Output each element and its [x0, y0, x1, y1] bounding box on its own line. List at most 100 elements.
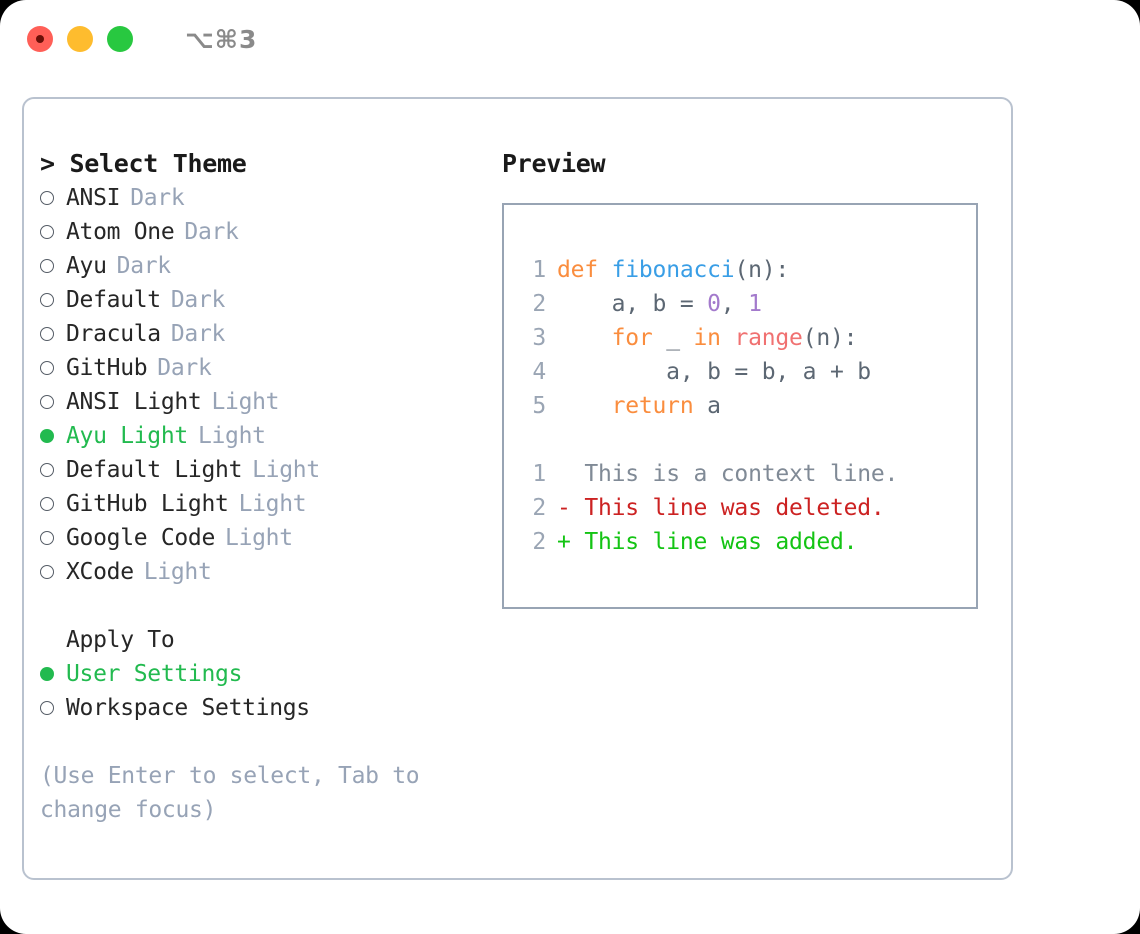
code-token: 0	[707, 291, 721, 317]
radio-selected-icon[interactable]	[40, 419, 66, 453]
radio-unselected-icon[interactable]	[40, 351, 66, 385]
theme-option-label: GitHub Light	[66, 491, 229, 517]
diff-sample: 1 This is a context line.2- This line wa…	[520, 457, 976, 559]
radio-unselected-icon[interactable]	[40, 487, 66, 521]
radio-circle	[40, 701, 54, 715]
diff-line: 1 This is a context line.	[520, 457, 976, 491]
radio-circle	[40, 225, 54, 239]
code-token	[721, 325, 735, 351]
diff-marker: +	[557, 529, 571, 555]
apply-to-option[interactable]: Workspace Settings	[40, 691, 480, 725]
code-token: ,	[720, 291, 749, 317]
apply-to-heading: Apply To	[66, 627, 175, 653]
code-line: 3 for _ in range(n):	[520, 321, 976, 355]
radio-unselected-icon[interactable]	[40, 691, 66, 725]
close-button[interactable]	[27, 26, 53, 52]
theme-option-variant: Dark	[157, 355, 212, 381]
radio-unselected-icon[interactable]	[40, 215, 66, 249]
radio-unselected-icon[interactable]	[40, 385, 66, 419]
radio-selected-icon[interactable]	[40, 657, 66, 691]
diff-line-text: This line was added.	[584, 529, 858, 555]
apply-to-option[interactable]: User Settings	[40, 657, 480, 691]
radio-circle	[40, 497, 54, 511]
radio-circle	[40, 463, 54, 477]
diff-gap	[571, 491, 585, 525]
radio-circle	[40, 293, 54, 307]
radio-circle	[40, 395, 54, 409]
theme-option-variant: Light	[252, 457, 320, 483]
radio-circle	[40, 259, 54, 273]
code-token: _	[652, 325, 694, 351]
code-token	[598, 257, 612, 283]
radio-unselected-icon[interactable]	[40, 453, 66, 487]
line-number: 5	[532, 393, 546, 419]
code-token: def	[557, 257, 598, 283]
theme-option-label: XCode	[66, 559, 134, 585]
line-number: 1	[532, 257, 546, 283]
radio-unselected-icon[interactable]	[40, 555, 66, 589]
list-spacer	[40, 589, 480, 623]
theme-option-variant: Dark	[116, 253, 172, 279]
diff-marker	[557, 457, 571, 491]
diff-line: 2+ This line was added.	[520, 525, 976, 559]
diff-line-text: This is a context line.	[584, 461, 899, 487]
diff-gap	[571, 457, 585, 491]
radio-unselected-icon[interactable]	[40, 249, 66, 283]
code-line-content: return a	[557, 389, 721, 423]
code-line: 5 return a	[520, 389, 976, 423]
code-line-content: for _ in range(n):	[557, 321, 858, 355]
radio-circle	[40, 191, 54, 205]
theme-option-label: Ayu	[66, 253, 107, 279]
preview-heading: Preview	[502, 149, 606, 178]
radio-unselected-icon[interactable]	[40, 317, 66, 351]
radio-circle	[40, 531, 54, 545]
code-line-content: a, b = b, a + b	[557, 355, 871, 389]
code-line-content: a, b = 0, 1	[557, 287, 762, 321]
code-token: a	[693, 393, 721, 419]
diff-line-text: This line was deleted.	[584, 495, 885, 521]
theme-option[interactable]: Dracula Dark	[40, 317, 480, 351]
code-line: 4 a, b = b, a + b	[520, 355, 976, 389]
theme-option[interactable]: Ayu Light Light	[40, 419, 480, 453]
minimize-button[interactable]	[67, 26, 93, 52]
theme-option-label: Dracula	[66, 321, 161, 347]
title-bar: ⌥⌘3	[0, 0, 1140, 78]
radio-unselected-icon[interactable]	[40, 521, 66, 555]
radio-circle	[40, 429, 54, 443]
theme-option-label: Ayu Light	[66, 423, 188, 449]
diff-line-number: 2	[532, 495, 546, 521]
theme-option[interactable]: Ayu Dark	[40, 249, 480, 283]
diff-line-number: 1	[532, 461, 546, 487]
theme-option-variant: Dark	[170, 321, 226, 347]
code-token: return	[611, 393, 694, 419]
code-token: range	[734, 325, 803, 351]
code-token	[557, 393, 612, 419]
radio-circle	[40, 667, 54, 681]
maximize-button[interactable]	[107, 26, 133, 52]
theme-option-variant: Light	[225, 525, 293, 551]
theme-option-variant: Light	[211, 389, 280, 415]
code-token: in	[693, 325, 721, 351]
radio-unselected-icon[interactable]	[40, 283, 66, 317]
radio-unselected-icon[interactable]	[40, 181, 66, 215]
theme-option-label: ANSI	[66, 185, 121, 211]
theme-option-variant: Light	[197, 423, 266, 449]
radio-circle	[40, 327, 54, 341]
code-token: fibonacci	[611, 257, 735, 283]
